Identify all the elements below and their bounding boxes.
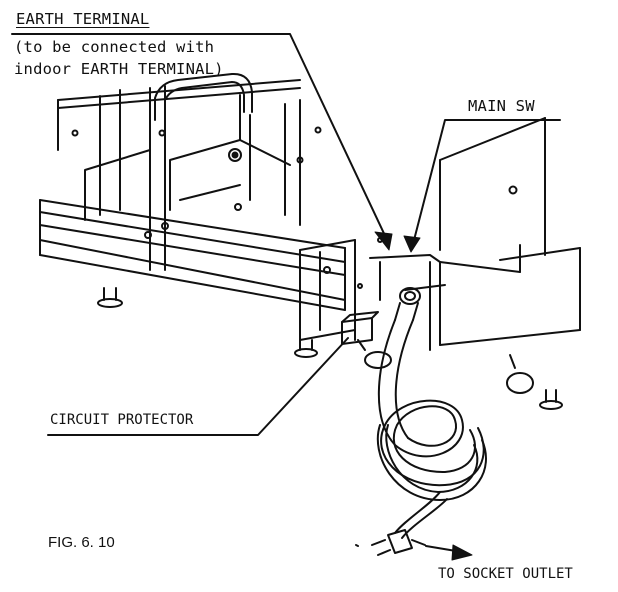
circuit-protector-block	[341, 311, 379, 345]
main-sw-label: MAIN SW	[468, 97, 535, 115]
side-rail	[39, 199, 346, 311]
circuit-protector-label: CIRCUIT PROTECTOR	[50, 412, 194, 428]
circuit-protector-leader	[47, 337, 349, 436]
casters	[357, 339, 534, 394]
power-cord	[376, 287, 487, 539]
plug	[371, 529, 426, 556]
earth-terminal-label: EARTH TERMINAL	[16, 10, 150, 28]
right-cabinet	[439, 117, 581, 346]
socket-outlet-label: TO SOCKET OUTLET	[438, 566, 573, 582]
leveling-feet	[97, 287, 563, 410]
front-block	[299, 239, 356, 341]
switch-box	[369, 254, 446, 351]
main-sw-leader	[412, 119, 561, 245]
earth-terminal-note-line2: indoor EARTH TERMINAL)	[14, 60, 224, 78]
inner-panels	[84, 94, 291, 221]
handle-bar	[154, 72, 253, 121]
socket-outlet-arrow-line	[355, 544, 457, 552]
main-sw-arrowhead	[403, 235, 421, 253]
frame-bolts	[71, 126, 383, 289]
earth-terminal-note-line1: (to be connected with	[14, 38, 215, 56]
rear-frame	[57, 79, 301, 271]
figure-number: FIG. 6. 10	[48, 534, 115, 551]
socket-outlet-arrowhead	[451, 544, 473, 561]
earth-terminal-arrowhead	[374, 231, 393, 251]
earth-terminal-leader	[11, 33, 389, 243]
